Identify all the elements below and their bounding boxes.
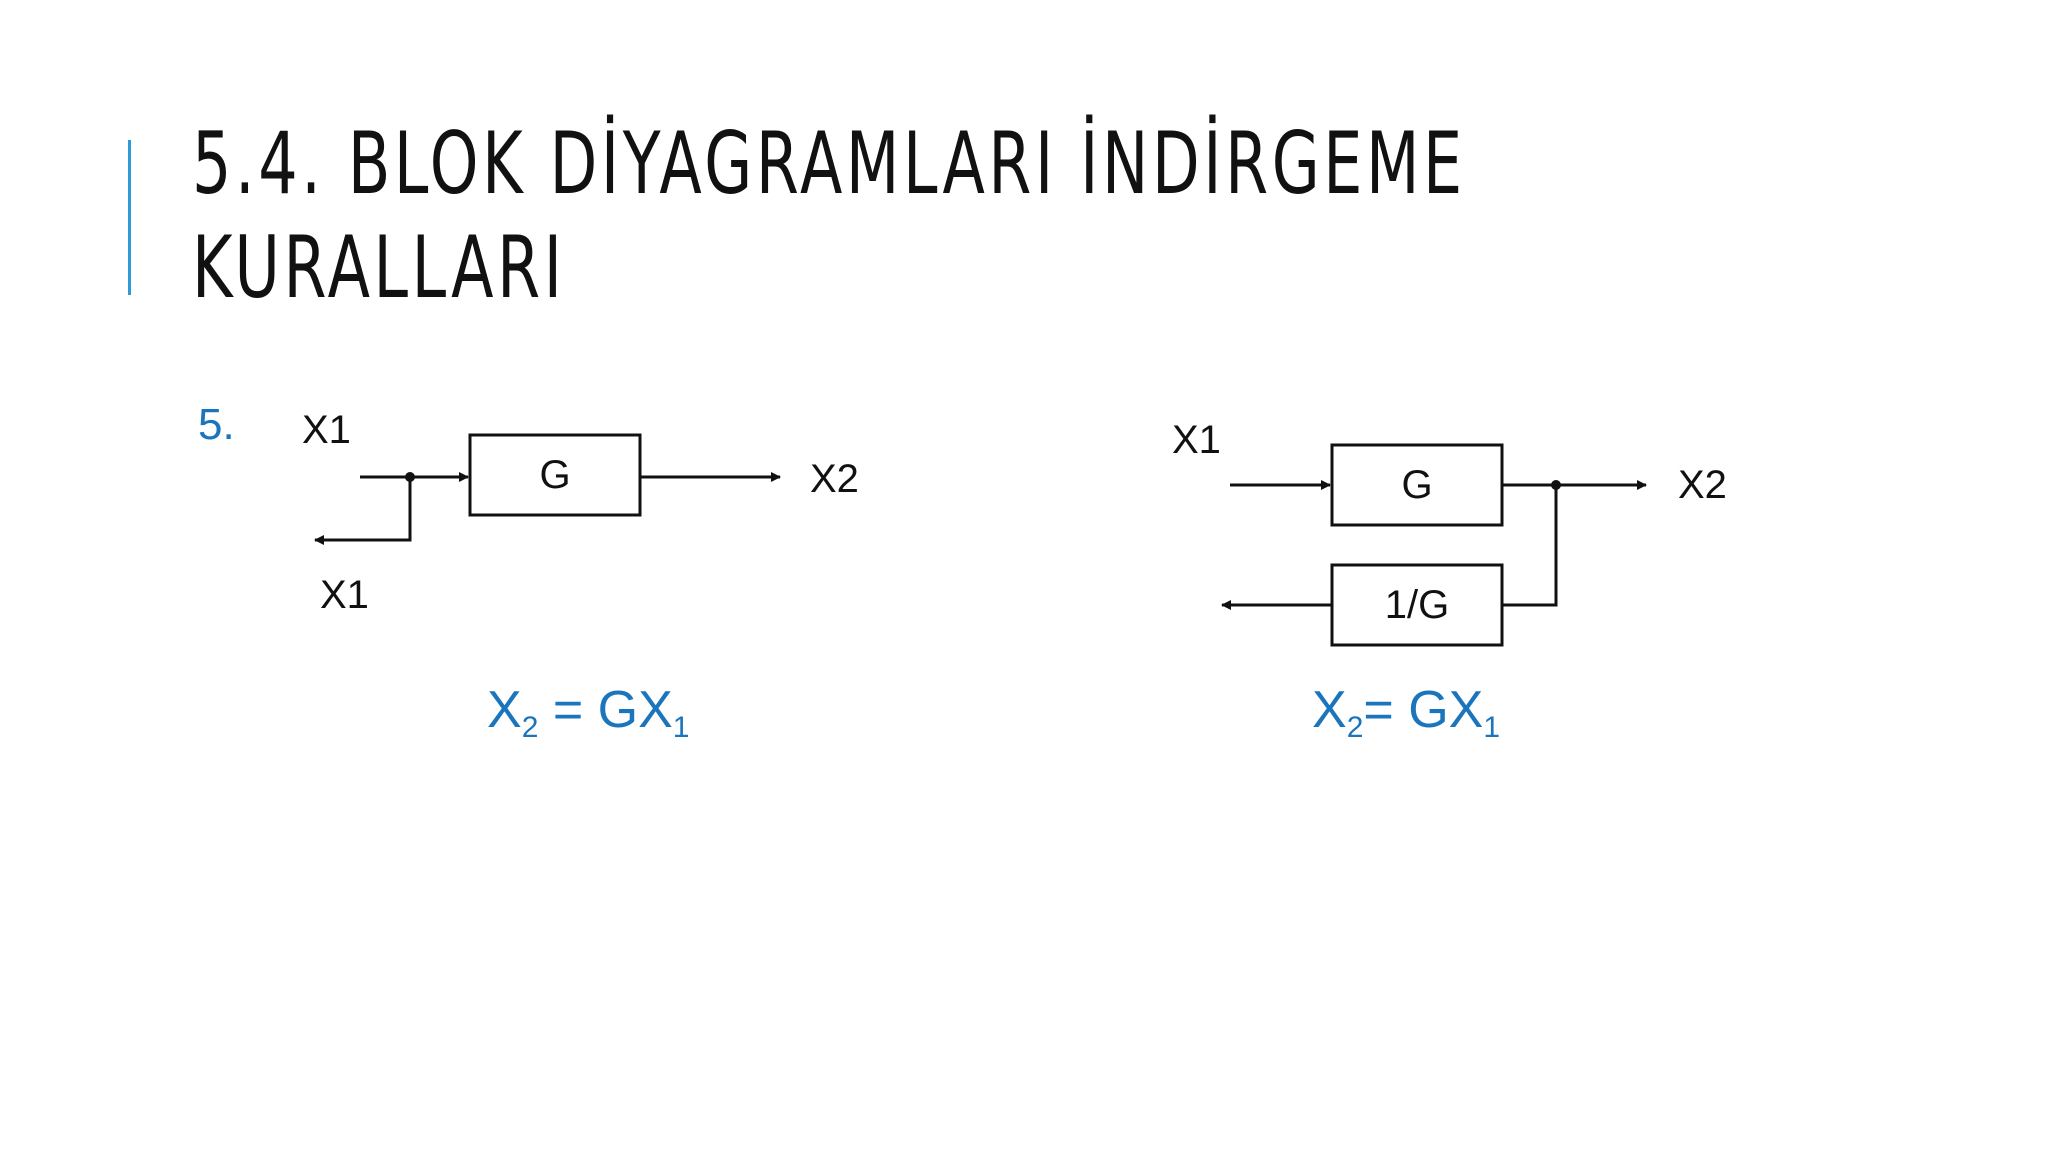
slide-title: 5.4. BLOK DİYAGRAMLARI İNDİRGEME KURALLA… [192,112,1466,320]
diagram-left-block-label: G [539,453,570,497]
title-accent-bar [128,140,131,295]
formula-left-rhs-subscript: 1 [672,711,690,744]
diagram-left-output-label: X2 [810,457,859,501]
formula-left-lhs: X [487,681,522,739]
slide-title-line-2: KURALLARI [192,218,566,318]
diagram-left-block-g [468,433,642,517]
diagram-right-input-label: X1 [1172,418,1221,462]
formula-right: X2= GX1 [1312,680,1500,745]
formula-left-lhs-subscript: 2 [521,711,539,744]
formula-right-lhs: X [1312,681,1347,739]
formula-right-rhs-subscript: 1 [1483,711,1501,744]
diagram-left: X1 G X2 X1 [302,408,859,617]
diagram-left-input-label: X1 [302,408,351,452]
item-number: 5. [198,400,235,449]
diagram-right-feedback-block-label: 1/G [1385,583,1449,627]
diagram-left-branch-label: X1 [320,573,369,617]
diagram-right-block-label: G [1401,463,1432,507]
diagram-right: X1 G X2 1/G [1172,418,1727,647]
diagram-right-output-label: X2 [1678,463,1727,507]
formula-left: X2 = GX1 [487,680,689,745]
diagram-right-feedback-line [1502,485,1558,607]
formula-right-operator: = [1363,681,1409,739]
formula-left-rhs: GX [597,681,673,739]
diagram-right-block-1-over-g [1330,563,1504,647]
formula-right-lhs-subscript: 2 [1346,711,1364,744]
diagram-left-branch-line [314,477,412,545]
formula-left-operator: = [538,681,598,739]
slide-title-line-1: 5.4. BLOK DİYAGRAMLARI İNDİRGEME [192,114,1466,214]
formula-right-rhs: GX [1408,681,1484,739]
